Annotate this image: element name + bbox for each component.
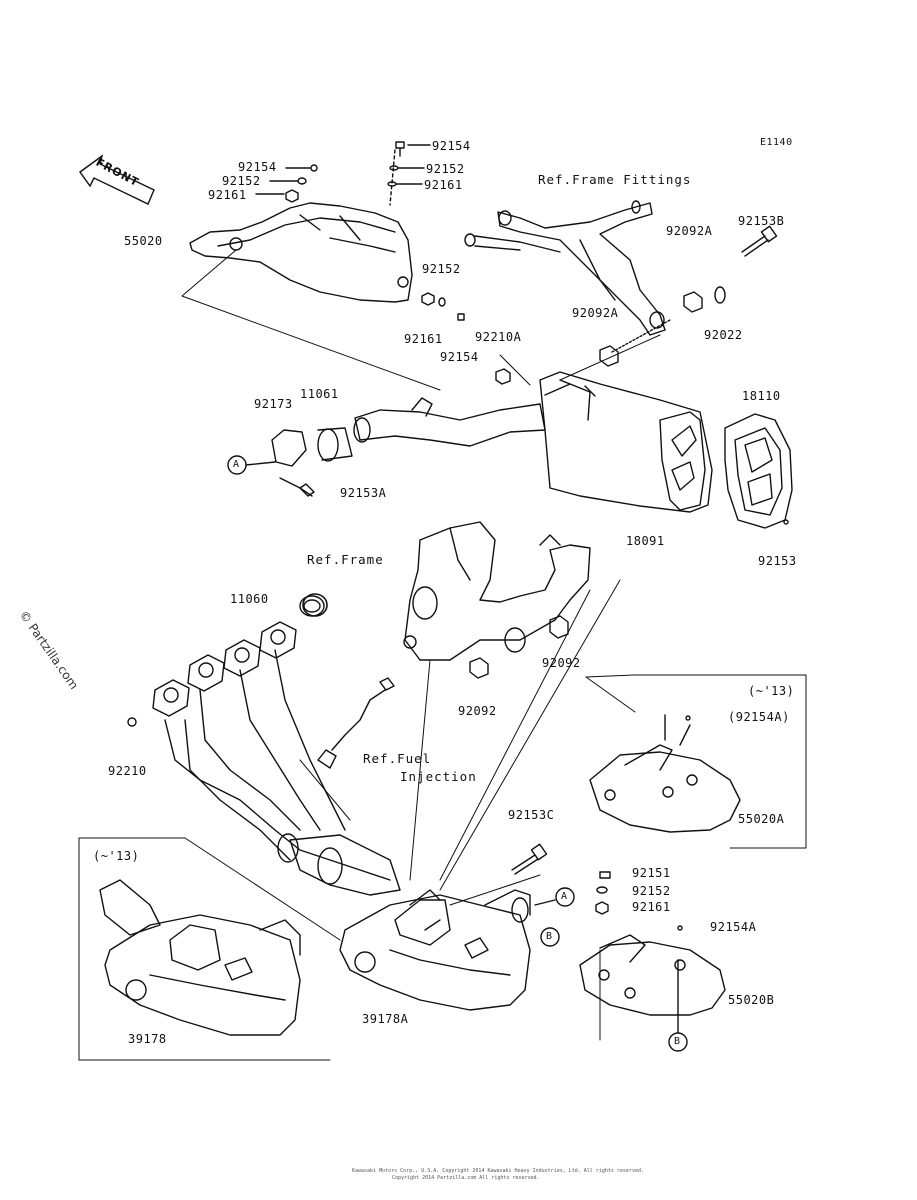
part-label[interactable]: 11061 [300,387,339,401]
part-label[interactable]: (92154A) [728,710,790,724]
cover-55020B [579,871,726,1016]
ref-label[interactable]: Injection [400,769,477,784]
silencer-39178A [339,889,531,1011]
hardware-right [421,225,778,385]
part-label[interactable]: 18110 [742,389,781,403]
hardware-top-left [255,141,431,206]
muffler-18091 [539,371,713,513]
part-label[interactable]: 92092 [458,704,497,718]
callout-circles [227,455,688,1052]
part-label[interactable]: 92161 [424,178,463,192]
part-label[interactable]: 92154A [710,920,757,934]
part-label[interactable]: 92153 [758,554,797,568]
part-label[interactable]: 92153A [340,486,387,500]
o2-sensor [317,677,395,769]
callout-label: A [561,891,568,902]
part-label[interactable]: 92154 [440,350,479,364]
leader-lines [78,249,807,1061]
part-label[interactable]: 92210A [475,330,522,344]
cover-55020A [589,714,741,833]
part-label[interactable]: 92092 [542,656,581,670]
frame-fittings-bracket [464,200,666,336]
silencer-39178 [99,879,301,1036]
part-label[interactable]: 92092A [572,306,619,320]
part-label[interactable]: 92152 [632,884,671,898]
part-label[interactable]: 92161 [208,188,247,202]
part-label[interactable]: 92092A [666,224,713,238]
part-label[interactable]: 55020A [738,812,785,826]
part-label[interactable]: 92022 [704,328,743,342]
diagram-code: E1140 [760,137,793,148]
part-label[interactable]: 92154 [238,160,277,174]
part-label[interactable]: 39178 [128,1032,167,1046]
part-label[interactable]: 92153B [738,214,785,228]
footer-copyright: Kawasaki Motors Corp., U.S.A. Copyright … [352,1168,644,1174]
part-label[interactable]: 92152 [422,262,461,276]
header-pipes [127,595,401,896]
part-label[interactable]: 92210 [108,764,147,778]
ref-label[interactable]: Ref.Frame [307,552,384,567]
part-label[interactable]: 92152 [426,162,465,176]
part-label[interactable]: 18091 [626,534,665,548]
part-label[interactable]: 92161 [404,332,443,346]
front-direction-arrow [79,154,155,205]
callout-label: B [674,1036,681,1047]
bolt-92153C [511,843,548,875]
part-label[interactable]: 92154 [432,139,471,153]
part-label[interactable]: 92152 [222,174,261,188]
callout-label: A [233,459,240,470]
callout-label: B [546,931,553,942]
model-year-note: (~'13) [748,684,795,698]
ref-label[interactable]: Ref.Frame Fittings [538,172,692,187]
heat-guard-55020 [189,202,413,303]
part-label[interactable]: 92173 [254,397,293,411]
footer-copyright-2: Copyright 2014 Partzilla.com All rights … [392,1175,540,1181]
part-label[interactable]: 55020 [124,234,163,248]
frame-section [403,521,591,679]
ref-label[interactable]: Ref.Fuel [363,751,432,766]
part-label[interactable]: 55020B [728,993,775,1007]
part-label[interactable]: 39178A [362,1012,409,1026]
model-year-note: (~'13) [93,849,140,863]
part-label[interactable]: 11060 [230,592,269,606]
gasket-11060 [302,593,328,617]
part-label[interactable]: 92153C [508,808,555,822]
end-cap-18110 [724,413,793,529]
mid-pipe [271,397,546,497]
part-label[interactable]: 92161 [632,900,671,914]
part-label[interactable]: 92151 [632,866,671,880]
